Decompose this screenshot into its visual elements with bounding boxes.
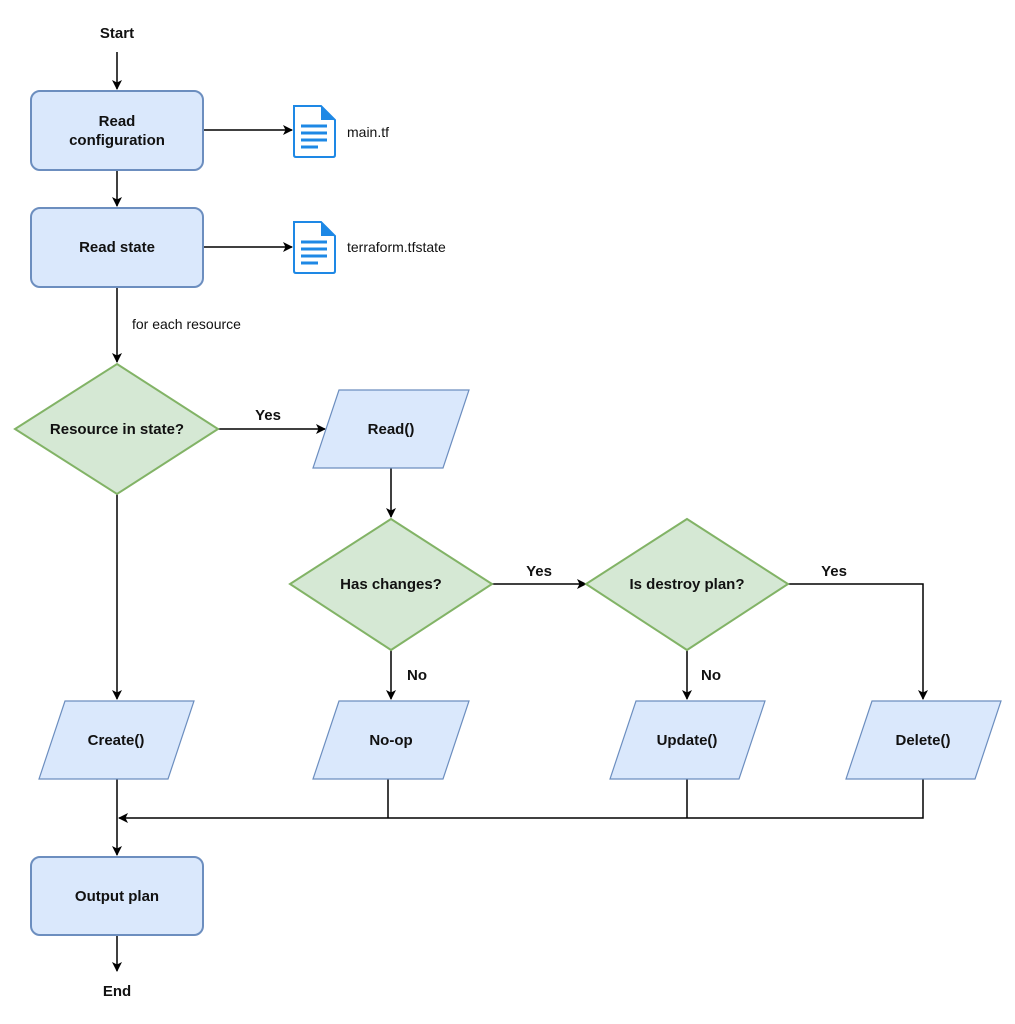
yes-label-destroy: Yes: [821, 563, 847, 580]
yes-label-resource: Yes: [255, 407, 281, 424]
main-tf-label: main.tf: [347, 124, 389, 140]
document-icon: [293, 221, 336, 274]
start-label: Start: [100, 25, 134, 42]
read-fn-box: Read(): [312, 389, 470, 469]
document-icon: [293, 105, 336, 158]
resource-in-state-label: Resource in state?: [50, 421, 184, 438]
is-destroy-plan-label: Is destroy plan?: [629, 576, 744, 593]
has-changes-decision: Has changes?: [288, 517, 494, 652]
is-destroy-plan-decision: Is destroy plan?: [584, 517, 790, 652]
noop-box: No-op: [312, 700, 470, 780]
resource-in-state-decision: Resource in state?: [13, 362, 220, 496]
edges: [112, 52, 928, 972]
create-fn-box: Create(): [38, 700, 195, 780]
read-fn-label: Read(): [368, 421, 415, 438]
read-configuration-label-line1: Read: [99, 113, 136, 130]
yes-label-changes: Yes: [526, 563, 552, 580]
read-configuration-label-line2: configuration: [69, 132, 165, 149]
tfstate-label: terraform.tfstate: [347, 239, 446, 255]
output-plan-box: Output plan: [30, 856, 204, 936]
read-state-box: Read state: [30, 207, 204, 288]
has-changes-label: Has changes?: [340, 576, 442, 593]
read-state-label: Read state: [79, 239, 155, 256]
create-fn-label: Create(): [88, 732, 145, 749]
end-label: End: [103, 983, 131, 1000]
delete-fn-box: Delete(): [845, 700, 1002, 780]
output-plan-label: Output plan: [75, 888, 159, 905]
edge-is-destroy-yes: [788, 583, 928, 700]
delete-fn-label: Delete(): [895, 732, 950, 749]
no-label-changes: No: [407, 667, 427, 684]
update-fn-label: Update(): [657, 732, 718, 749]
update-fn-box: Update(): [609, 700, 766, 780]
noop-label: No-op: [369, 732, 412, 749]
edge-merge-line: [118, 779, 924, 823]
no-label-destroy: No: [701, 667, 721, 684]
for-each-resource-label: for each resource: [132, 316, 241, 332]
read-configuration-box: Read configuration: [30, 90, 204, 171]
